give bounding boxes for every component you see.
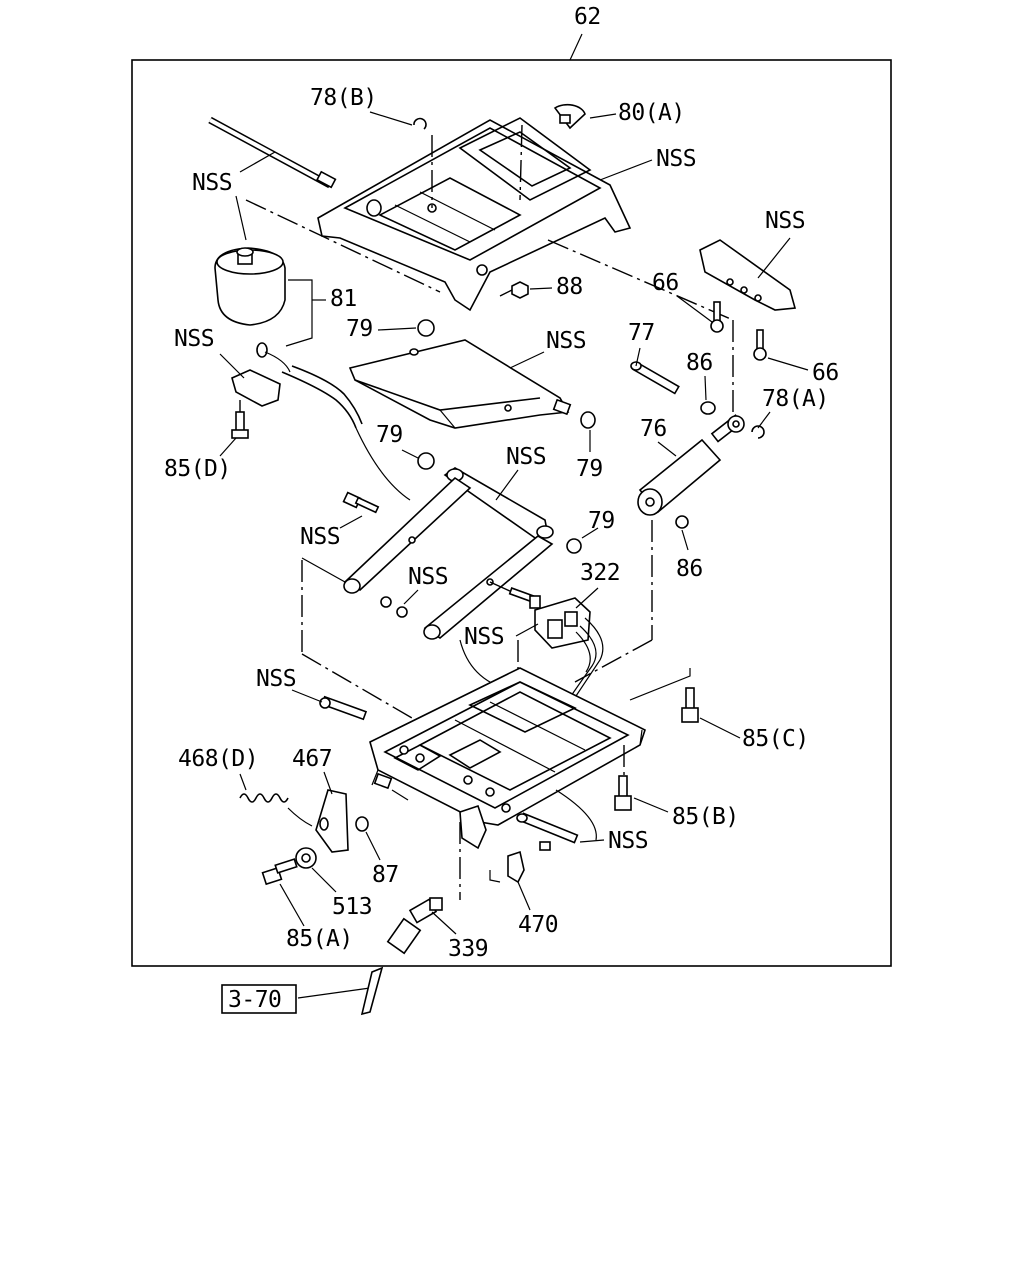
washer-79c <box>580 411 596 429</box>
air-hose <box>281 371 357 429</box>
pin-77 <box>630 361 680 395</box>
spring-468d <box>239 793 313 827</box>
pivot-pin-b <box>396 606 408 618</box>
pin-nss <box>319 695 368 721</box>
nut-88 <box>511 281 529 299</box>
bolt-85b <box>614 775 632 811</box>
lower-arm <box>343 467 554 640</box>
callout-79b: 79 <box>376 422 403 448</box>
assembly-leader <box>569 33 583 61</box>
bolt-85a <box>261 858 298 886</box>
cap-80a <box>519 103 586 201</box>
callout-468d: 468(D) <box>178 746 258 772</box>
callout-nss-switch: NSS <box>464 624 504 650</box>
callout-79a: 79 <box>346 316 373 342</box>
bolt-85d <box>231 411 249 439</box>
callout-nss-pin: NSS <box>256 666 296 692</box>
washer-79d <box>566 538 582 554</box>
callout-513: 513 <box>332 894 372 920</box>
fitting-339 <box>386 897 443 955</box>
callout-85d: 85(D) <box>164 456 231 482</box>
reference-box-label: 3-70 <box>228 987 281 1013</box>
bolt-lower-arm <box>342 491 380 514</box>
callout-467: 467 <box>292 746 332 772</box>
washer-79b <box>417 452 435 470</box>
callout-77: 77 <box>628 320 655 346</box>
clip-78a <box>751 425 765 439</box>
callout-nss-upper-arm: NSS <box>546 328 586 354</box>
washer-79a <box>417 319 435 337</box>
eye-bolt-66a <box>710 301 724 333</box>
shock-absorber-76 <box>637 414 745 516</box>
callout-85b: 85(B) <box>672 804 739 830</box>
assembly-number-label: 62 <box>574 4 601 30</box>
clip-nss-left <box>231 342 291 407</box>
clip-470 <box>489 850 525 884</box>
upper-arm <box>348 339 572 429</box>
callout-86b: 86 <box>676 556 703 582</box>
bushing-86b <box>675 515 689 529</box>
bracket-right <box>699 239 797 311</box>
callout-nss-top-frame: NSS <box>656 146 696 172</box>
callout-76: 76 <box>640 416 667 442</box>
callout-86a: 86 <box>686 350 713 376</box>
callout-87: 87 <box>372 862 399 888</box>
callout-nss-bracket-right: NSS <box>765 208 805 234</box>
callout-339: 339 <box>448 936 488 962</box>
pin-nss-bottom <box>516 812 579 851</box>
callout-79c: 79 <box>576 456 603 482</box>
eye-bolt-66b <box>753 329 767 361</box>
callout-nss-left-link: NSS <box>300 524 340 550</box>
bottom-base-frame <box>369 667 646 850</box>
callout-nss-pivot: NSS <box>408 564 448 590</box>
callout-nss-clip-left: NSS <box>174 326 214 352</box>
callout-nss-lower-arm: NSS <box>506 444 546 470</box>
callout-66b: 66 <box>812 360 839 386</box>
top-seat-frame <box>317 117 632 312</box>
bushing-86a <box>700 401 716 415</box>
callout-81: 81 <box>330 286 357 312</box>
bolt-switch <box>508 587 541 609</box>
reference-box <box>221 984 297 1014</box>
diagram-frame <box>131 59 892 967</box>
callout-79d: 79 <box>588 508 615 534</box>
callout-88: 88 <box>556 274 583 300</box>
bolt-85c <box>681 687 699 723</box>
callout-470: 470 <box>518 912 558 938</box>
clip-78b <box>413 117 427 130</box>
callout-85c: 85(C) <box>742 726 809 752</box>
oring-87 <box>355 816 369 832</box>
callout-80a: 80(A) <box>618 100 685 126</box>
switch-322 <box>534 597 604 725</box>
callout-85a: 85(A) <box>286 926 353 952</box>
callout-nss-top-left: NSS <box>192 170 232 196</box>
lever-467 <box>315 789 349 853</box>
callout-322: 322 <box>580 560 620 586</box>
pivot-pin-a <box>380 596 392 608</box>
callout-78a: 78(A) <box>762 386 829 412</box>
reference-pin <box>360 966 384 1016</box>
bolt-base-front <box>373 772 393 790</box>
air-spring-81 <box>214 247 286 326</box>
callout-66a: 66 <box>652 270 679 296</box>
long-rod <box>208 116 337 189</box>
callout-78b: 78(B) <box>310 85 377 111</box>
callout-nss-bottom-right: NSS <box>608 828 648 854</box>
